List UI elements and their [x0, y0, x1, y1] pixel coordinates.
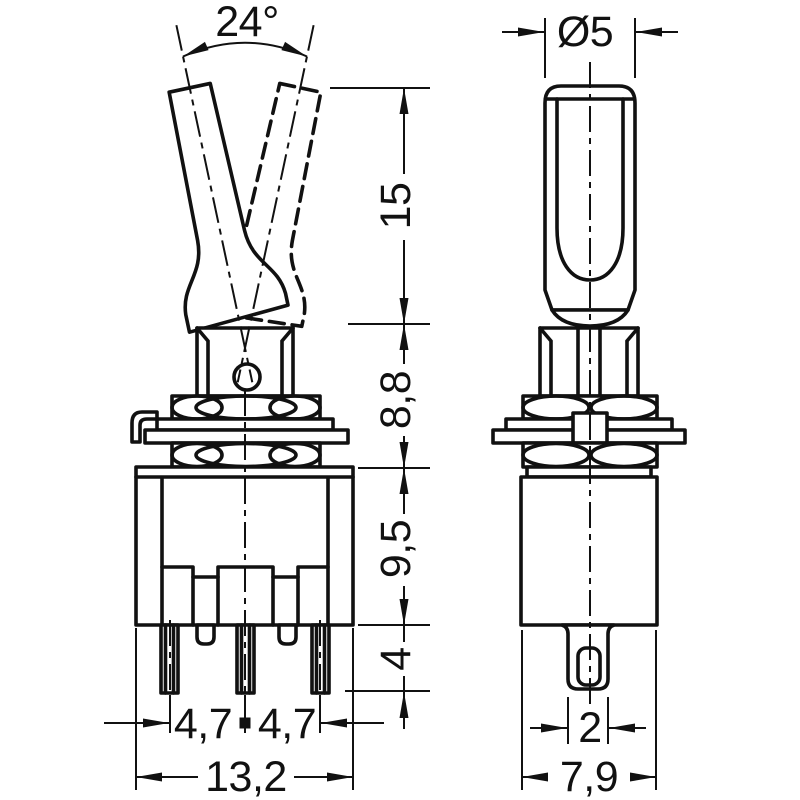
dim-label-pin-length: 4: [372, 647, 420, 670]
side-pin: [560, 623, 616, 691]
dim-label-diameter: Ø5: [557, 8, 613, 56]
front-pivot-hole: [232, 362, 262, 392]
dim-label-body-width: 13,2: [205, 753, 287, 800]
centerlines: [169, 25, 591, 708]
dim-label-body-height: 9,5: [372, 520, 420, 578]
dim-label-lever-length: 15: [372, 183, 420, 230]
dim-label-pin-pitch-right: 4,7: [258, 700, 316, 748]
side-hex-nut-bottom: [521, 441, 659, 469]
dim-label-pin-width: 2: [578, 704, 601, 752]
front-lug-2: [277, 623, 298, 646]
dim-arc-24deg: [182, 41, 308, 58]
front-washer-tab: [130, 410, 159, 444]
dim-label-body-depth: 7,9: [560, 753, 618, 800]
dim-label-angle: 24°: [215, 0, 279, 46]
dimension-lines: [104, 18, 678, 790]
front-bushing: [195, 326, 295, 398]
dim-label-bushing-height: 8,8: [372, 371, 420, 429]
front-view: [130, 81, 355, 695]
dim-label-pin-pitch-left: 4,7: [174, 700, 232, 748]
front-lever-solid: [167, 81, 290, 334]
front-lug-1: [195, 623, 216, 646]
dimension-labels: 24° Ø5 15 8,8 9,5 4 4,7 4,7 13,2 2 7,9: [174, 0, 619, 800]
dim-center-square: [239, 717, 251, 729]
